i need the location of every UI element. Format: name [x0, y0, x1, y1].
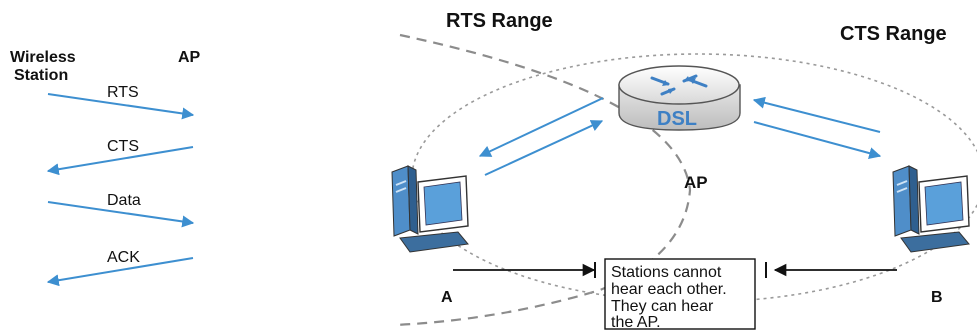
cts-label: CTS	[107, 138, 139, 155]
cts-range-label: CTS Range	[840, 23, 947, 45]
data-arrow	[47, 201, 195, 228]
router-to-a-arrow	[478, 97, 604, 157]
cts-range-boundary	[411, 53, 977, 303]
rts-range-label: RTS Range	[446, 10, 553, 32]
b-to-router-arrow	[752, 96, 881, 133]
wireless-station-header-line2: Station	[14, 67, 68, 84]
station-b-computer-icon	[892, 165, 970, 253]
note-box	[604, 258, 756, 330]
rts-range-boundary	[394, 33, 692, 327]
ack-label: ACK	[107, 249, 140, 266]
dsl-label: DSL	[657, 108, 697, 130]
station-a-label: A	[441, 289, 453, 306]
ap-header: AP	[178, 49, 201, 66]
sequence-panel: Wireless Station AP RTS CTS Data ACK	[10, 49, 201, 287]
note-line-2: hear each other.	[611, 281, 727, 298]
station-b-label: B	[931, 289, 943, 306]
ap-label: AP	[684, 173, 708, 192]
note-line-1: Stations cannot	[611, 264, 722, 281]
cts-arrow	[46, 146, 194, 176]
a-to-router-arrow	[484, 120, 604, 176]
rts-label: RTS	[107, 84, 139, 101]
station-a-computer-icon	[391, 165, 469, 253]
topology-panel: RTS Range CTS Range DSL AP	[391, 10, 977, 330]
router-to-b-arrow	[753, 121, 882, 159]
data-label: Data	[107, 192, 141, 209]
note-line-3: They can hear	[611, 298, 714, 315]
ack-arrow	[46, 257, 194, 287]
note-line-4: the AP.	[611, 314, 661, 330]
dsl-router-icon	[618, 65, 741, 131]
rts-arrow	[47, 93, 195, 120]
wireless-station-header-line1: Wireless	[10, 49, 76, 66]
